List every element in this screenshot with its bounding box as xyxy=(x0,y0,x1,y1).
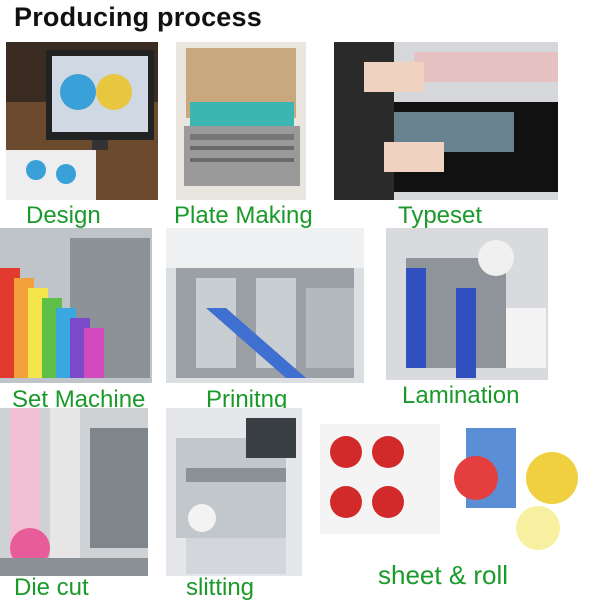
step-label-sheet-roll: sheet & roll xyxy=(378,560,509,590)
printing-photo xyxy=(166,228,364,383)
page-title: Producing process xyxy=(14,2,262,32)
step-label-typeset: Typeset xyxy=(398,202,483,229)
lamination-photo xyxy=(386,228,548,380)
step-label-lamination: Lamination xyxy=(402,382,520,409)
step-label-plate-making: Plate Making xyxy=(174,202,313,229)
step-label-slitting: slitting xyxy=(186,574,255,601)
slitting-photo xyxy=(166,408,302,576)
set-machine-photo xyxy=(0,228,152,383)
step-label-design: Design xyxy=(26,202,101,229)
die-cut-photo xyxy=(0,408,148,576)
step-label-die-cut: Die cut xyxy=(14,574,89,601)
sheet-roll-photo xyxy=(316,418,590,566)
plate-making-photo xyxy=(176,42,306,200)
typeset-photo xyxy=(334,42,558,200)
design-photo xyxy=(6,42,158,200)
